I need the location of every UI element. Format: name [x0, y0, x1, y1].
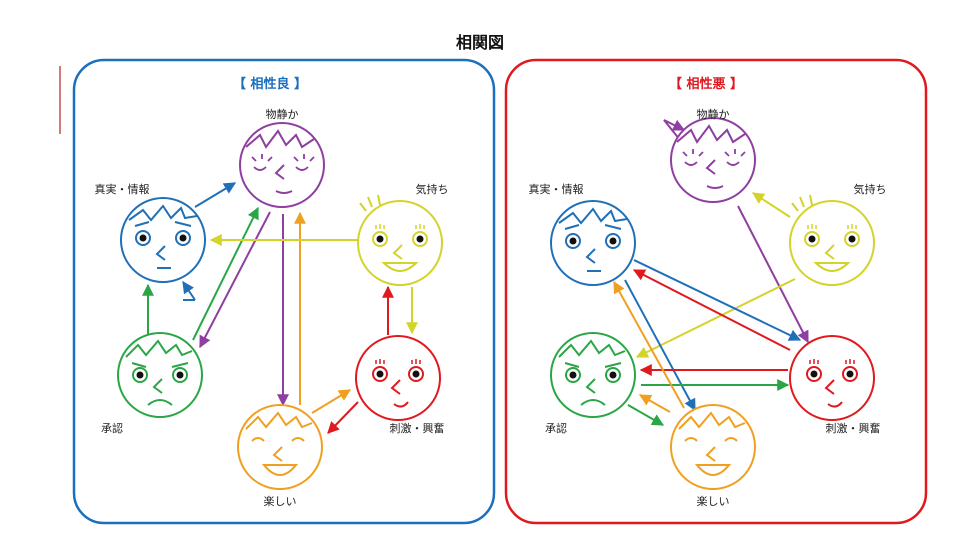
label-feeling: 気持ち — [854, 182, 887, 196]
face-quiet — [670, 117, 756, 203]
arrow — [624, 279, 696, 412]
label-fun: 楽しい — [697, 495, 730, 508]
label-truth: 真実・情報 — [529, 182, 584, 196]
panel-bad: 【 相性悪 】 — [504, 58, 928, 525]
panel-bad-frame — [504, 58, 928, 525]
panel-bad-title: 【 相性悪 】 — [669, 76, 743, 92]
panel-bad-arrows — [613, 119, 809, 426]
page-title: 相関図 — [456, 33, 504, 52]
label-fun: 楽しい — [264, 495, 297, 508]
panel-good: 【 相性良 】 — [72, 58, 496, 525]
face-feeling — [357, 194, 443, 286]
label-excite: 刺激・興奮 — [826, 421, 881, 435]
label-feeling: 気持ち — [416, 182, 449, 196]
arrow — [638, 394, 671, 413]
arrow — [311, 389, 352, 414]
arrow — [663, 119, 686, 141]
label-quiet: 物静か — [266, 107, 299, 121]
arrow — [199, 211, 271, 349]
arrow — [751, 192, 791, 218]
face-truth — [120, 197, 206, 283]
arrow — [327, 401, 359, 434]
face-quiet — [239, 122, 325, 208]
arrow — [192, 206, 259, 341]
panel-good-title: 【 相性良 】 — [233, 76, 307, 92]
label-approval: 承認 — [101, 421, 123, 435]
arrow — [182, 281, 196, 301]
face-truth — [550, 200, 636, 286]
label-quiet: 物静か — [697, 107, 730, 121]
arrow — [627, 404, 665, 426]
face-approval — [550, 332, 636, 418]
panel-good-arrows — [142, 182, 418, 434]
arrow — [737, 205, 809, 344]
label-truth: 真実・情報 — [95, 182, 150, 196]
face-excite — [355, 335, 441, 421]
face-fun — [670, 404, 756, 490]
arrow — [613, 280, 685, 409]
face-approval — [117, 332, 203, 418]
arrow — [194, 182, 237, 208]
arrow — [633, 259, 802, 341]
label-approval: 承認 — [545, 421, 567, 435]
face-excite — [789, 335, 875, 421]
label-excite: 刺激・興奮 — [390, 421, 445, 435]
face-fun — [237, 404, 323, 490]
face-feeling — [789, 194, 875, 286]
panel-good-frame — [72, 58, 496, 525]
arrow — [632, 269, 791, 351]
arrow — [635, 278, 796, 358]
